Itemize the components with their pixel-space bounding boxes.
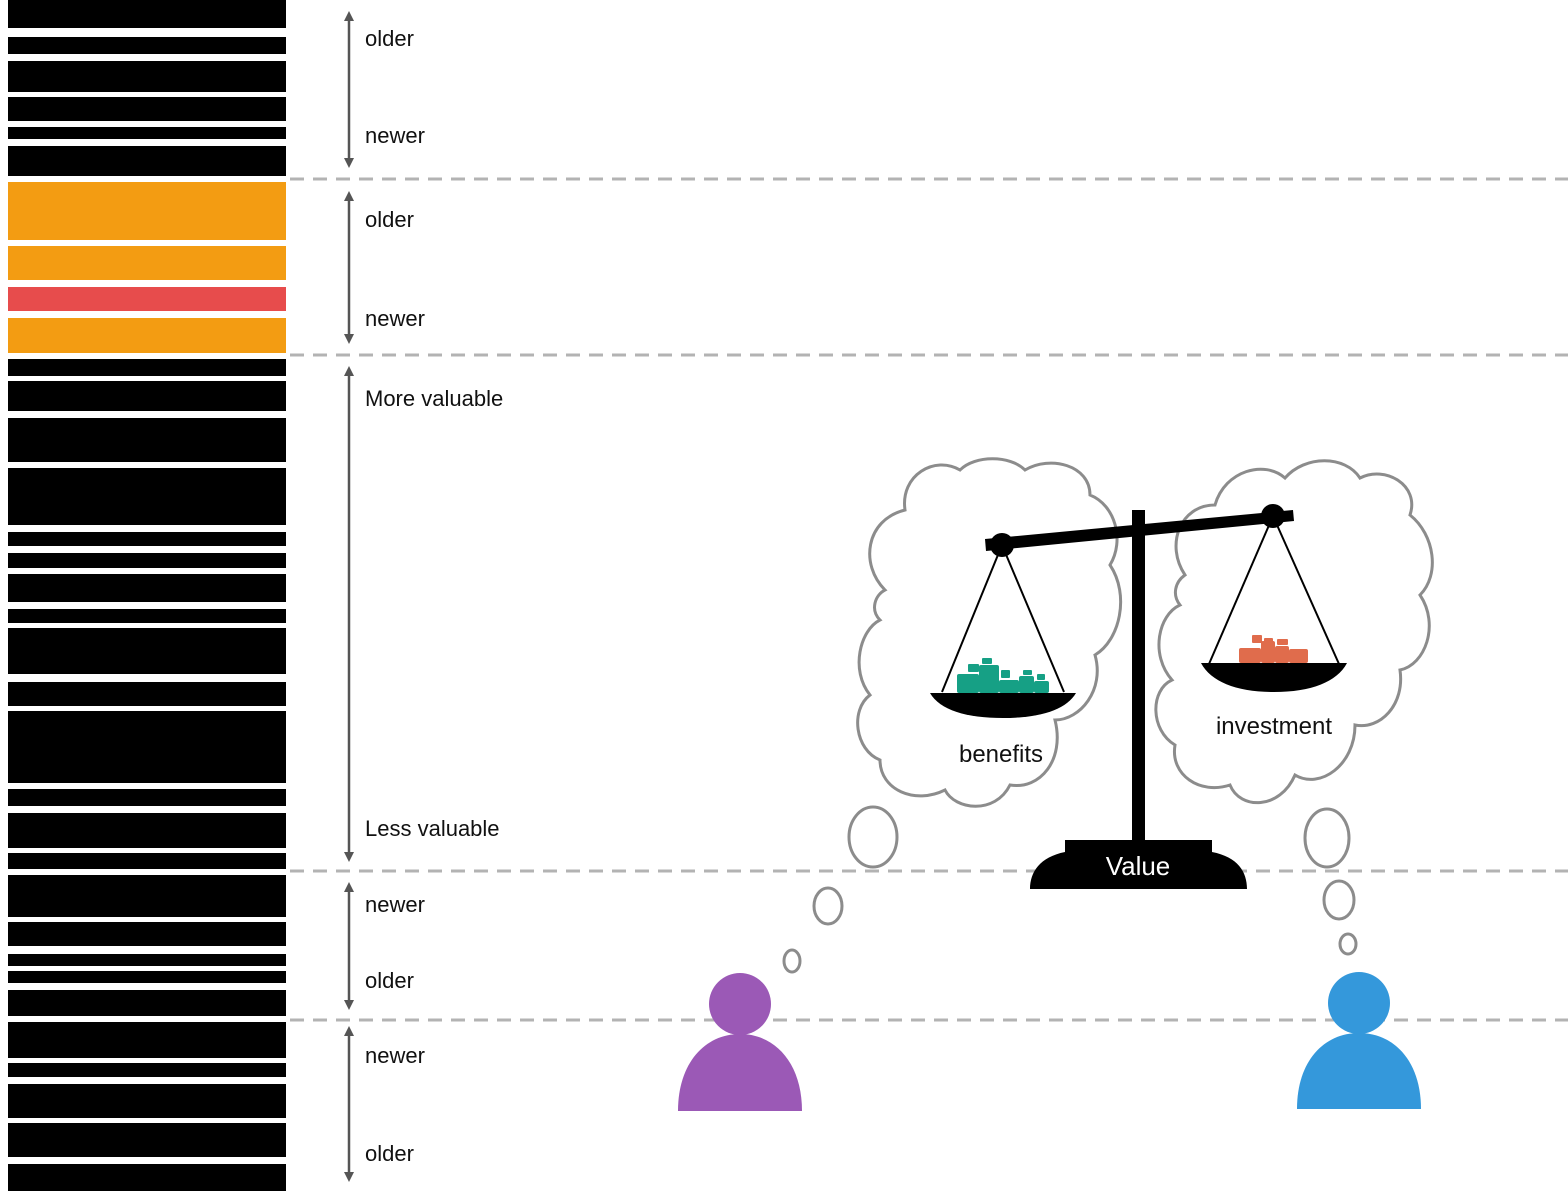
stack-block-dark bbox=[8, 813, 286, 848]
scale-pillar bbox=[1132, 510, 1145, 845]
stack-block-dark bbox=[8, 990, 286, 1016]
scale-pan-left bbox=[930, 693, 1076, 718]
stack-block-dark bbox=[8, 1022, 286, 1058]
benefit-block bbox=[1019, 676, 1034, 693]
investment-block bbox=[1289, 649, 1308, 663]
thought-bubble bbox=[812, 886, 844, 926]
section-labels: older newer older newer More valuable Le… bbox=[365, 26, 503, 1166]
benefit-block bbox=[957, 674, 979, 693]
stack-block-dark bbox=[8, 1084, 286, 1118]
pan-string bbox=[1208, 515, 1274, 665]
stack-block-dark bbox=[8, 954, 286, 966]
stack-block-dark bbox=[8, 1063, 286, 1077]
investment-block bbox=[1239, 648, 1261, 663]
stack-block-dark bbox=[8, 553, 286, 568]
stack-block-dark bbox=[8, 468, 286, 525]
stack-block-dark bbox=[8, 146, 286, 176]
investment-block bbox=[1261, 641, 1275, 663]
stack-block-red bbox=[8, 287, 286, 311]
benefit-block bbox=[999, 680, 1019, 693]
investment-label: investment bbox=[1216, 713, 1332, 740]
scale-beam bbox=[985, 510, 1294, 551]
person-right-icon bbox=[1297, 972, 1421, 1109]
right-thought-cloud bbox=[1154, 459, 1434, 956]
stack-block-dark bbox=[8, 127, 286, 139]
stack-block-dark bbox=[8, 37, 286, 54]
person-left-icon bbox=[678, 973, 802, 1111]
thought-bubble bbox=[1322, 879, 1356, 921]
section-top-label: More valuable bbox=[365, 386, 503, 411]
person-body bbox=[1297, 1033, 1421, 1109]
left-thought-cloud bbox=[782, 457, 1123, 974]
section-top-label: older bbox=[365, 26, 414, 51]
benefit-block bbox=[1037, 674, 1045, 680]
section-bottom-label: older bbox=[365, 968, 414, 993]
benefit-block bbox=[1034, 681, 1049, 693]
investment-block bbox=[1252, 635, 1262, 643]
stack-block-dark bbox=[8, 574, 286, 602]
stack-block-dark bbox=[8, 97, 286, 121]
stack-block-dark bbox=[8, 359, 286, 376]
benefit-block bbox=[1023, 670, 1032, 675]
person-head bbox=[1328, 972, 1390, 1034]
pan-string bbox=[941, 544, 1003, 693]
investment-block bbox=[1277, 639, 1288, 645]
stack-block-dark bbox=[8, 853, 286, 869]
stack-block-dark bbox=[8, 609, 286, 623]
stack-block-orange bbox=[8, 182, 286, 240]
stack-block-dark bbox=[8, 789, 286, 806]
stack-block-orange bbox=[8, 318, 286, 353]
investment-block bbox=[1264, 638, 1273, 642]
benefit-block bbox=[968, 664, 979, 672]
person-head bbox=[709, 973, 771, 1035]
thought-bubble bbox=[1303, 807, 1351, 869]
stack-block-dark bbox=[8, 61, 286, 92]
section-bottom-label: older bbox=[365, 1141, 414, 1166]
value-label: Value bbox=[1106, 851, 1171, 881]
pan-string bbox=[1272, 515, 1340, 665]
scale-base bbox=[1030, 840, 1247, 889]
stack-block-dark bbox=[8, 875, 286, 917]
stack-block-dark bbox=[8, 971, 286, 983]
section-bottom-label: newer bbox=[365, 123, 425, 148]
stack-block-dark bbox=[8, 381, 286, 411]
benefit-block bbox=[979, 665, 999, 693]
thought-bubble bbox=[847, 805, 899, 869]
stack-block-dark bbox=[8, 0, 286, 28]
person-body bbox=[678, 1034, 802, 1111]
block-stack bbox=[8, 0, 286, 1191]
balance-scale bbox=[930, 504, 1347, 889]
section-top-label: newer bbox=[365, 1043, 425, 1068]
stack-block-dark bbox=[8, 628, 286, 674]
section-bottom-label: Less valuable bbox=[365, 816, 500, 841]
scale-pan-right bbox=[1201, 663, 1347, 692]
stack-block-dark bbox=[8, 1164, 286, 1191]
pan-string bbox=[1001, 544, 1065, 693]
benefit-blocks bbox=[957, 658, 1049, 693]
stack-block-dark bbox=[8, 922, 286, 946]
section-bottom-label: newer bbox=[365, 306, 425, 331]
benefit-block bbox=[982, 658, 992, 664]
section-top-label: newer bbox=[365, 892, 425, 917]
benefit-block bbox=[1001, 670, 1010, 678]
thought-bubble bbox=[1338, 932, 1358, 956]
stack-block-dark bbox=[8, 711, 286, 783]
stack-block-dark bbox=[8, 1123, 286, 1157]
stack-block-orange bbox=[8, 246, 286, 280]
section-top-label: older bbox=[365, 207, 414, 232]
stack-block-dark bbox=[8, 682, 286, 706]
stack-block-dark bbox=[8, 532, 286, 546]
investment-blocks bbox=[1239, 635, 1308, 663]
benefits-label: benefits bbox=[959, 741, 1043, 768]
investment-block bbox=[1275, 646, 1289, 663]
thought-bubble bbox=[782, 948, 802, 974]
stack-block-dark bbox=[8, 418, 286, 462]
